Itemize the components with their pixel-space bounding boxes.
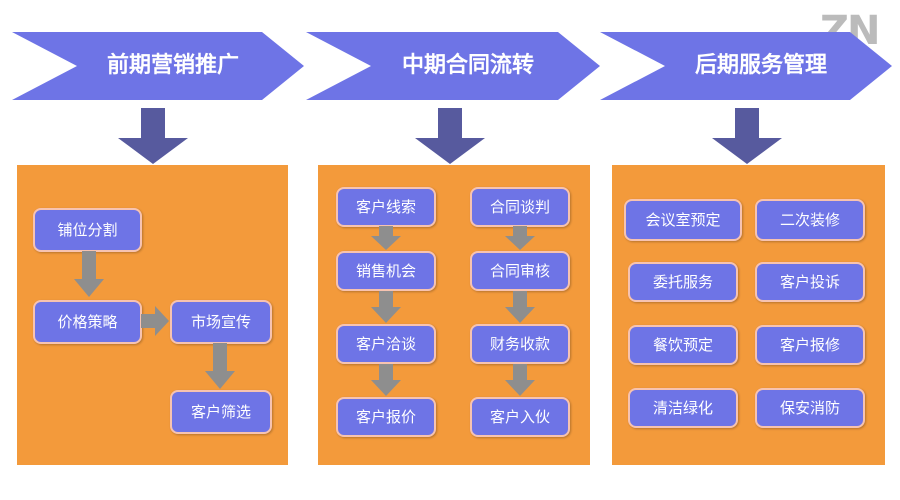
down-arrow-icon [74, 251, 104, 297]
service-box: 清洁绿化 [628, 388, 738, 428]
step-box: 客户报价 [336, 397, 436, 437]
stage-banner-1: 前期营销推广 [12, 32, 304, 100]
down-arrow-icon [205, 343, 235, 389]
down-arrow-icon [371, 226, 401, 250]
step-box: 铺位分割 [33, 208, 142, 252]
stage-title: 后期服务管理 [694, 53, 827, 78]
down-arrow-icon [505, 291, 535, 323]
step-box: 客户洽谈 [336, 324, 436, 364]
service-box: 客户投诉 [755, 262, 865, 302]
step-box: 财务收款 [470, 324, 570, 364]
step-box: 客户筛选 [170, 390, 272, 434]
step-box: 市场宣传 [170, 300, 272, 344]
down-arrow-icon [505, 364, 535, 396]
service-box: 餐饮预定 [628, 325, 738, 365]
service-box: 委托服务 [628, 262, 738, 302]
down-arrow-icon [371, 291, 401, 323]
down-arrow-icon [712, 108, 782, 164]
step-box: 销售机会 [336, 251, 436, 291]
down-arrow-icon [118, 108, 188, 164]
service-box: 二次装修 [755, 199, 865, 241]
step-box: 客户线索 [336, 187, 436, 227]
right-arrow-icon [141, 306, 169, 336]
step-box: 合同谈判 [470, 187, 570, 227]
stage-title: 前期营销推广 [106, 53, 239, 78]
down-arrow-icon [415, 108, 485, 164]
stage-title: 中期合同流转 [401, 53, 534, 78]
service-box: 保安消防 [755, 388, 865, 428]
step-box: 价格策略 [33, 300, 142, 344]
step-box: 客户入伙 [470, 397, 570, 437]
down-arrow-icon [371, 364, 401, 396]
stage-banner-3: 后期服务管理 [600, 32, 892, 100]
down-arrow-icon [505, 226, 535, 250]
step-box: 合同审核 [470, 251, 570, 291]
service-box: 客户报修 [755, 325, 865, 365]
stage-banner-2: 中期合同流转 [306, 32, 600, 100]
service-box: 会议室预定 [624, 199, 742, 241]
